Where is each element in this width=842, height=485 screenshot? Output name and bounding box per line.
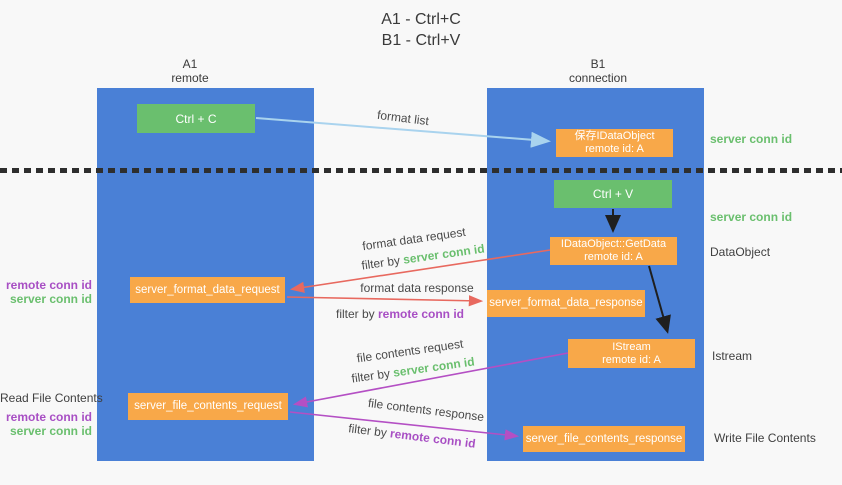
server-file-contents-response-label: server_file_contents_response (525, 432, 683, 445)
server-conn-id-annotation-mid: server conn id (710, 210, 793, 224)
ctrl-c-node: Ctrl + C (137, 104, 255, 133)
remote-conn-id-highlight: remote conn id (378, 307, 465, 321)
getdata-node: IDataObject::GetData remote id: A (550, 237, 677, 265)
server-file-contents-request-node: server_file_contents_request (128, 393, 288, 420)
filter-prefix: filter by (347, 421, 392, 441)
server-format-data-response-node: server_format_data_response (487, 290, 645, 317)
dataobject-annotation: DataObject (710, 245, 771, 259)
ctrl-c-label: Ctrl + C (175, 111, 217, 126)
save-dataobject-node: 保存IDataObject remote id: A (556, 129, 673, 157)
remote-conn-id-highlight: remote conn id (389, 426, 477, 451)
istream-line2: remote id: A (602, 353, 661, 366)
diagram-title: A1 - Ctrl+C B1 - Ctrl+V (0, 9, 842, 51)
server-conn-id-annotation-top: server conn id (710, 132, 793, 146)
file-contents-response-label: file contents response (367, 395, 485, 425)
ctrl-v-label: Ctrl + V (592, 187, 634, 201)
istream-line1: IStream (612, 340, 651, 353)
format-data-response-label: format data response (360, 281, 474, 295)
filter-prefix: filter by (335, 307, 378, 321)
save-dataobject-line2: remote id: A (585, 143, 644, 155)
filter-by-remote-conn-id-label-1: filter by remote conn id (336, 307, 464, 321)
conn-id-annotation-group-2: remote conn id server conn id (0, 410, 92, 438)
filter-prefix: filter by (360, 252, 405, 273)
remote-conn-id-annotation-2: remote conn id (5, 410, 92, 424)
title-line-1: A1 - Ctrl+C (381, 11, 461, 28)
save-dataobject-line1: 保存IDataObject (574, 130, 655, 142)
filter-prefix: filter by (350, 365, 395, 386)
remote-conn-id-annotation-1: remote conn id (5, 278, 92, 292)
session-divider-dotted-line (0, 168, 842, 173)
read-file-contents-annotation: Read File Contents (0, 391, 103, 405)
filter-by-remote-conn-id-label-2: filter by remote conn id (348, 421, 477, 450)
left-column-header-role: remote (171, 71, 209, 85)
conn-id-annotation-group-1: remote conn id server conn id (0, 278, 92, 306)
format-data-response-arrow (286, 295, 484, 307)
istream-node: IStream remote id: A (568, 339, 695, 368)
getdata-line1: IDataObject::GetData (560, 238, 667, 250)
getdata-line2: remote id: A (584, 251, 643, 263)
write-file-contents-annotation: Write File Contents (714, 431, 816, 445)
title-line-2: B1 - Ctrl+V (381, 32, 461, 49)
server-file-contents-response-node: server_file_contents_response (523, 426, 685, 452)
server-conn-id-annotation-1: server conn id (9, 292, 92, 306)
server-conn-id-annotation-2: server conn id (9, 424, 92, 438)
format-list-label: format list (376, 107, 430, 129)
left-column-header: A1 remote (130, 57, 250, 85)
left-column-header-id: A1 (182, 57, 198, 71)
server-format-data-response-label: server_format_data_response (489, 297, 643, 309)
right-column-header-id: B1 (590, 57, 606, 71)
server-format-data-request-label: server_format_data_request (135, 283, 280, 296)
istream-annotation: Istream (712, 349, 753, 363)
right-column-header-role: connection (568, 71, 628, 85)
server-format-data-request-node: server_format_data_request (130, 277, 285, 303)
right-column-header: B1 connection (538, 57, 658, 85)
server-file-contents-request-label: server_file_contents_request (134, 400, 282, 412)
ctrl-v-node: Ctrl + V (554, 180, 672, 208)
